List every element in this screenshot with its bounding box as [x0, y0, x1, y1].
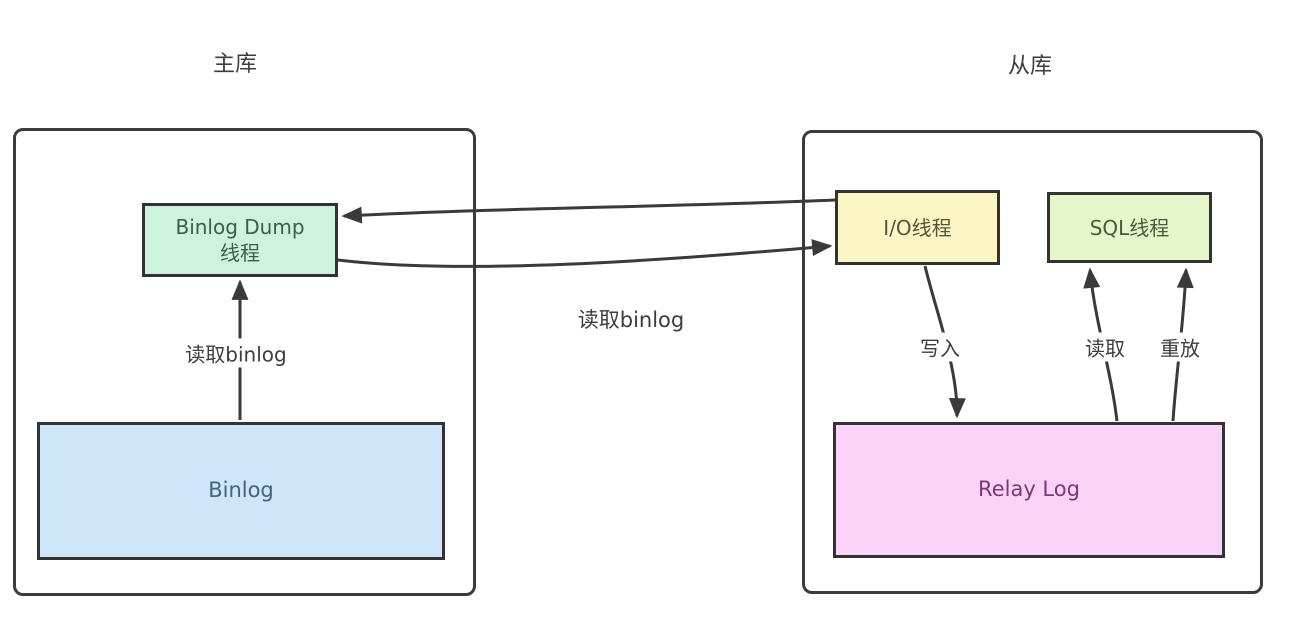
- io-thread-node: I/O线程: [835, 190, 1000, 265]
- binlog-dump-thread-label-line2: 线程: [220, 241, 260, 265]
- slave-title: 从库: [1007, 54, 1053, 79]
- binlog-dump-thread-node: Binlog Dump 线程: [142, 203, 338, 277]
- master-title: 主库: [212, 52, 258, 77]
- relay-log-label: Relay Log: [978, 477, 1080, 502]
- io-thread-label: I/O线程: [883, 215, 952, 240]
- binlog-node: Binlog: [37, 422, 445, 560]
- sql-thread-node: SQL线程: [1047, 192, 1212, 263]
- edge-label-read: 读取: [1082, 332, 1128, 362]
- sql-thread-label: SQL线程: [1089, 215, 1170, 240]
- relay-log-node: Relay Log: [833, 422, 1225, 558]
- edge-label-replay: 重放: [1157, 332, 1203, 362]
- binlog-dump-thread-label-line1: Binlog Dump: [175, 215, 305, 239]
- edge-label-read-binlog-horizontal: 读取binlog: [574, 304, 688, 334]
- edge-label-read-binlog-vertical: 读取binlog: [182, 338, 290, 368]
- edge-label-write: 写入: [917, 332, 963, 362]
- binlog-label: Binlog: [208, 478, 274, 503]
